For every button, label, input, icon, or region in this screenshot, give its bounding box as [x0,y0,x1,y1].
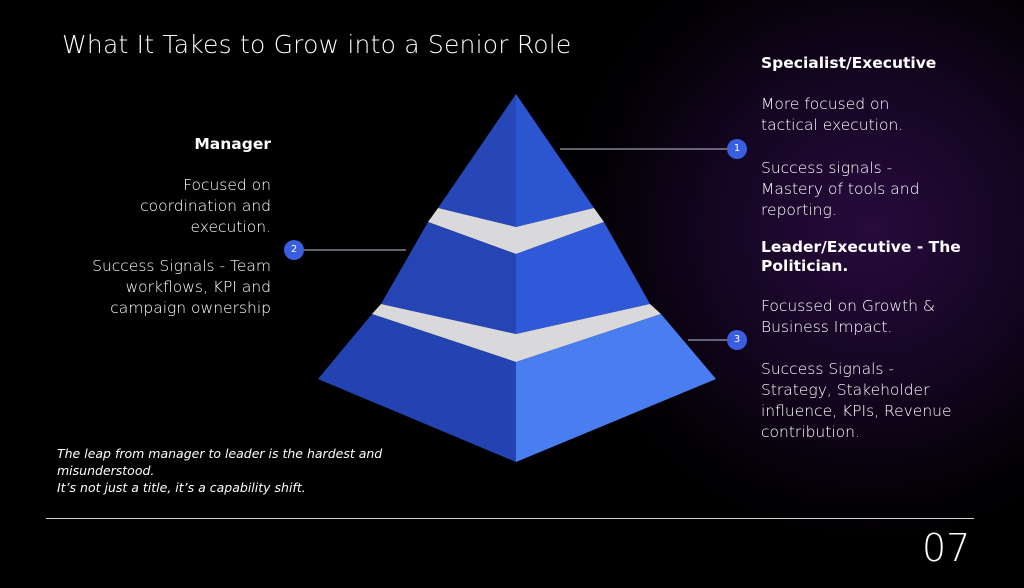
pyramid-tier-3-left [318,314,516,462]
tier-3-heading: Leader/Executive - The Politician. [761,238,961,275]
tier-2-badge: 2 [284,240,304,260]
tier-1-badge: 1 [727,139,747,159]
tier-1-paragraph-2: Success signals - Mastery of tools and r… [761,159,920,219]
page-number: 07 [922,526,971,570]
quote: The leap from manager to leader is the h… [57,445,477,496]
pyramid-band-1 [428,208,604,254]
tier-3-text: Leader/Executive - The Politician. Focus… [761,238,1001,443]
pyramid-tier-1-right [516,94,594,227]
tier-2-heading: Manager [194,135,271,153]
pyramid-band-2 [372,304,661,362]
footer-divider [46,518,974,519]
tier-1-paragraph-1: More focused on tactical execution. [761,95,904,134]
pyramid-tier-3-right [516,314,716,462]
slide-title: What It Takes to Grow into a Senior Role [62,30,572,59]
quote-line-2: It’s not just a title, it’s a capability… [57,480,306,495]
pyramid-tier-2-left [381,222,516,334]
pyramid-tier-1-left [438,94,516,227]
tier-3-badge: 3 [727,330,747,350]
tier-2-text: Manager Focused on coordination and exec… [51,135,271,319]
tier-1-text: Specialist/Executive More focused on tac… [761,54,1001,221]
pyramid-tier-2-right [516,222,650,334]
quote-line-1: The leap from manager to leader is the h… [57,446,383,478]
tier-2-paragraph-2: Success Signals - Team workflows, KPI an… [92,257,271,317]
tier-2-paragraph-1: Focused on coordination and execution. [140,176,271,236]
tier-1-heading: Specialist/Executive [761,54,937,72]
tier-3-paragraph-2: Success Signals - Strategy, Stakeholder … [761,360,952,441]
tier-3-paragraph-1: Focussed on Growth & Business Impact. [761,297,935,336]
